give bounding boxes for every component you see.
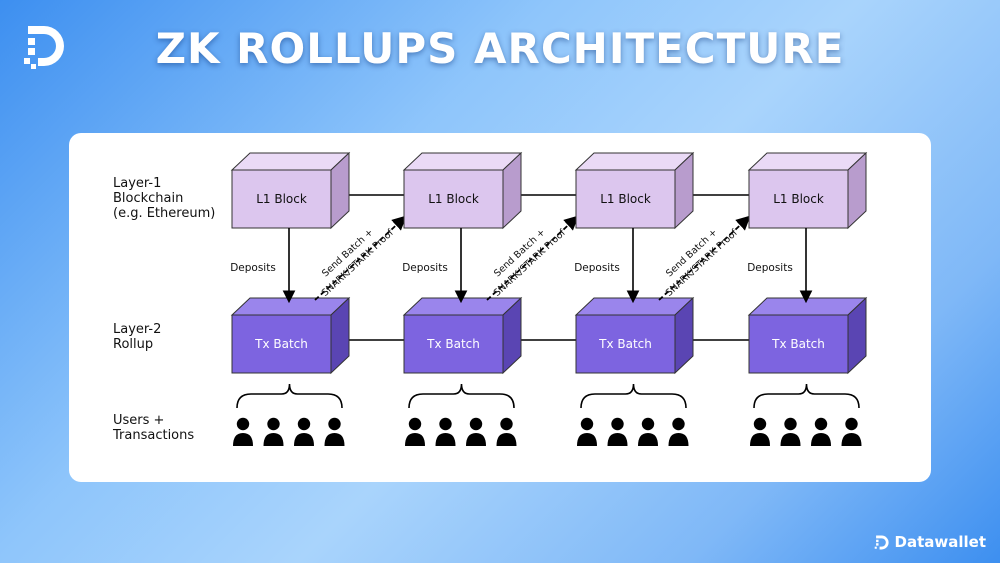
users-brace (753, 383, 860, 409)
layer2-label: Layer-2 Rollup (113, 322, 162, 352)
users-brace (408, 383, 515, 409)
deposits-label: Deposits (230, 262, 276, 274)
user-icon-body (294, 433, 314, 446)
l1-block-label: L1 Block (600, 192, 651, 206)
tx-batch-label: Tx Batch (771, 337, 825, 351)
l1-block (575, 169, 676, 229)
proof-arrow (486, 215, 579, 301)
user-icon (845, 417, 858, 431)
page-title: ZK ROLLUPS ARCHITECTURE (155, 24, 845, 73)
deposits-label: Deposits (574, 262, 620, 274)
datawallet-small-logo-icon (874, 535, 889, 549)
proof-arrow (314, 215, 407, 301)
user-icon-body (668, 433, 689, 446)
l1-block-top (402, 152, 523, 171)
deposits-label: Deposits (747, 262, 793, 274)
l1-block (748, 169, 849, 229)
user-icon (297, 417, 311, 431)
user-icon-body (263, 433, 284, 446)
user-icon-body (324, 433, 345, 446)
user-icon-body (750, 433, 770, 446)
tx-batch (575, 314, 676, 374)
tx-batch-label: Tx Batch (598, 337, 652, 351)
layer1-label: Layer-1 Blockchain (e.g. Ethereum) (113, 176, 216, 221)
user-icon (439, 417, 452, 431)
tx-batch (231, 314, 332, 374)
tx-batch-label: Tx Batch (254, 337, 308, 351)
tx-batch-top (230, 297, 351, 316)
user-icon (267, 417, 280, 431)
l1-block (403, 169, 504, 229)
diagram-card: Layer-1 Blockchain (e.g. Ethereum) Layer… (69, 133, 931, 482)
user-icon (672, 417, 685, 431)
l1-block-top (574, 152, 695, 171)
user-icon (580, 417, 594, 431)
user-icon-body (496, 433, 517, 446)
user-icon-body (435, 433, 456, 446)
users-label: Users + Transactions (113, 413, 195, 443)
l1-block-top (747, 152, 868, 171)
user-icon (408, 417, 422, 431)
datawallet-logo-icon (24, 26, 64, 69)
tx-batch (403, 314, 504, 374)
users-brace (580, 383, 687, 409)
deposits-label: Deposits (402, 262, 448, 274)
user-icon (814, 417, 828, 431)
l1-block (231, 169, 332, 229)
user-icon (611, 417, 624, 431)
user-icon (236, 417, 250, 431)
l1-block-label: L1 Block (773, 192, 824, 206)
user-icon-body (466, 433, 486, 446)
user-icon-body (780, 433, 801, 446)
user-icon-body (638, 433, 658, 446)
tx-batch-label: Tx Batch (426, 337, 480, 351)
user-icon (784, 417, 797, 431)
user-icon-body (233, 433, 253, 446)
user-icon (753, 417, 767, 431)
user-icon-body (841, 433, 862, 446)
l1-block-label: L1 Block (428, 192, 479, 206)
l1-block-label: L1 Block (256, 192, 307, 206)
tx-batch-top (747, 297, 868, 316)
user-icon (500, 417, 513, 431)
brand-footer: Datawallet (874, 533, 986, 551)
user-icon-body (607, 433, 628, 446)
user-icon-body (577, 433, 597, 446)
proof-arrow (658, 215, 751, 301)
user-icon (641, 417, 655, 431)
user-icon (328, 417, 341, 431)
tx-batch (748, 314, 849, 374)
user-icon-body (405, 433, 425, 446)
tx-batch-top (402, 297, 523, 316)
users-brace (236, 383, 343, 409)
brand-name: Datawallet (894, 533, 986, 551)
tx-batch-top (574, 297, 695, 316)
user-icon (469, 417, 483, 431)
user-icon-body (811, 433, 831, 446)
l1-block-top (230, 152, 351, 171)
